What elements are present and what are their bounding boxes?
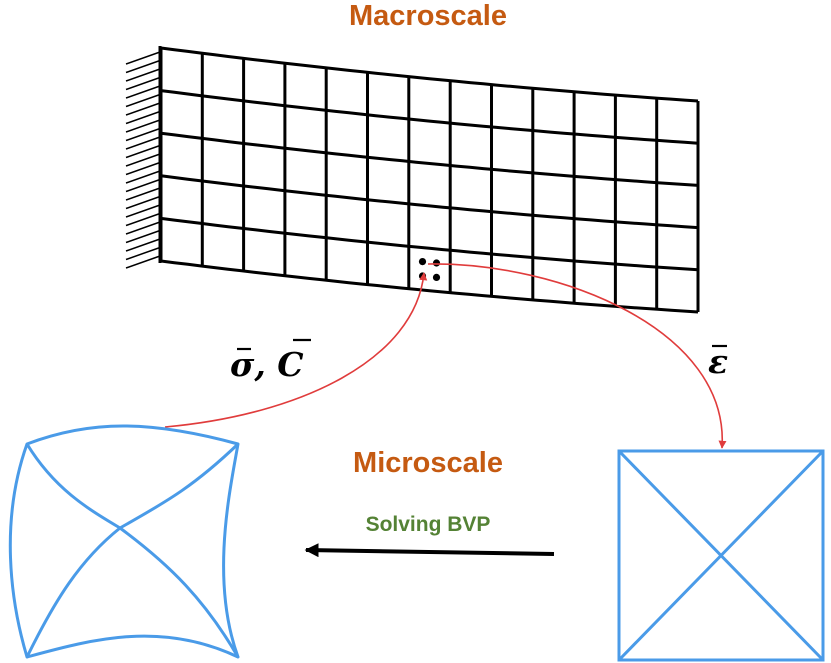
hatch-line (125, 85, 161, 99)
deformed-rve (8, 424, 240, 659)
stress-tangent-label: σ, C (230, 338, 311, 384)
gauss-point (432, 259, 441, 267)
gauss-points (418, 258, 441, 281)
hatch-line (125, 136, 161, 150)
hatch-line (125, 127, 161, 142)
hatch-line (125, 161, 161, 176)
solving-bvp-arrow (304, 543, 555, 558)
hatch-line (125, 144, 161, 159)
macroscale-title: Macroscale (349, 0, 507, 32)
hatch-line (125, 59, 161, 74)
hatch-line (125, 76, 161, 91)
strain-label: ε (708, 342, 728, 381)
mesh-row-line (160, 216, 699, 272)
hatch-line (125, 212, 161, 227)
undeformed-rve (617, 449, 825, 662)
hatch-line (125, 238, 161, 252)
hatch-line (125, 204, 161, 218)
hatch-line (125, 93, 161, 108)
mesh-row-line (160, 131, 699, 187)
stress-tangent-text: σ, C (230, 345, 304, 384)
stress-return-arrow (164, 272, 428, 428)
microscale-title: Microscale (353, 447, 503, 479)
mesh-row-line (160, 89, 699, 145)
hatch-line (125, 178, 161, 193)
hatch-line (125, 170, 161, 184)
mesh-row-line (160, 46, 699, 103)
hatch-line (125, 221, 161, 235)
hatch-line (125, 255, 161, 269)
hatch-line (125, 153, 161, 167)
hatch-line (125, 68, 161, 82)
strain-text: ε (708, 342, 728, 381)
hatch-line (125, 110, 161, 125)
hatch-line (125, 187, 161, 201)
hatch-line (125, 51, 161, 65)
mesh-row-line (160, 259, 699, 314)
hatch-line (125, 102, 161, 116)
hatch-line (125, 195, 161, 210)
hatch-line (125, 246, 161, 261)
mesh-row-line (160, 174, 699, 230)
macroscale-mesh (159, 46, 700, 314)
solving-bvp-label: Solving BVP (366, 513, 491, 536)
gauss-point (418, 258, 427, 266)
hatch-line (125, 229, 161, 244)
gauss-point (432, 273, 441, 281)
strain-transfer-arrow (427, 263, 727, 449)
fixed-support-hatch-icon (125, 46, 162, 269)
hatch-line (125, 119, 161, 133)
